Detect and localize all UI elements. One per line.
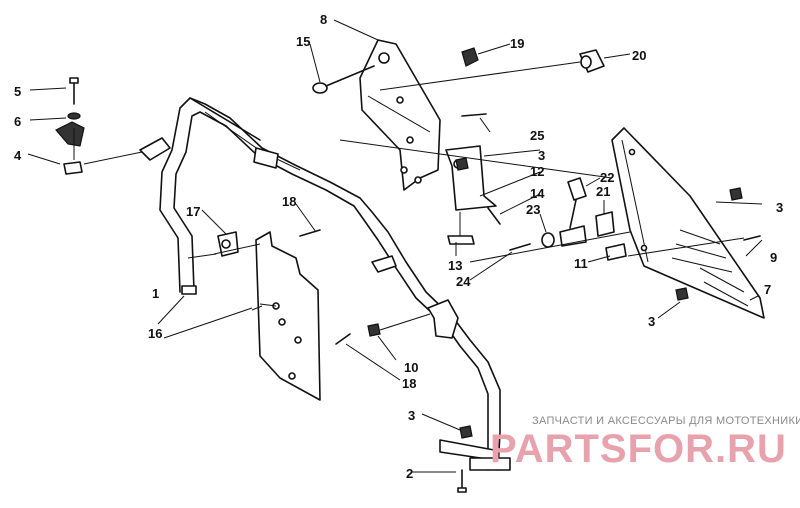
nut-3a xyxy=(455,157,469,171)
callout-3-d: 3 xyxy=(408,408,415,423)
callout-10: 10 xyxy=(404,360,418,375)
upper-bracket-plate xyxy=(359,39,441,191)
callout-labels: 1 2 3 3 3 3 4 5 6 7 8 9 10 11 12 13 14 1… xyxy=(14,12,783,481)
watermark: ЗАПЧАСТИ И АКСЕССУАРЫ ДЛЯ МОТОТЕХНИКИ PA… xyxy=(490,415,800,471)
callout-8: 8 xyxy=(320,12,327,27)
bushing-21 xyxy=(595,211,615,237)
callout-3-b: 3 xyxy=(776,200,783,215)
callout-leaders xyxy=(27,19,763,473)
callout-2: 2 xyxy=(406,466,413,481)
tubular-frame xyxy=(139,97,511,471)
callout-23: 23 xyxy=(526,202,540,217)
callout-1: 1 xyxy=(152,286,159,301)
nut-3c xyxy=(675,287,689,301)
callout-14: 14 xyxy=(530,186,545,201)
callout-21: 21 xyxy=(596,184,610,199)
nut-3b xyxy=(729,187,743,201)
bushing-23 xyxy=(541,232,555,248)
callout-17: 17 xyxy=(186,204,200,219)
callout-22: 22 xyxy=(600,170,614,185)
lower-plate xyxy=(255,231,321,401)
callout-6: 6 xyxy=(14,114,21,129)
screw-5 xyxy=(69,77,79,105)
callout-4: 4 xyxy=(14,148,22,163)
callout-12: 12 xyxy=(530,164,544,179)
callout-15: 15 xyxy=(296,34,310,49)
spacer-11 xyxy=(605,243,627,261)
pin-25 xyxy=(461,113,487,117)
callout-19: 19 xyxy=(510,36,524,51)
watermark-brand: PARTSFOR.RU xyxy=(490,427,787,471)
callout-13: 13 xyxy=(448,258,462,273)
screw-18-upper xyxy=(299,229,321,237)
rod-end-22 xyxy=(567,177,587,229)
callout-9: 9 xyxy=(770,250,777,265)
screw-9 xyxy=(743,235,761,241)
callout-20: 20 xyxy=(632,48,646,63)
callout-18-a: 18 xyxy=(282,194,296,209)
clip-13 xyxy=(447,212,475,245)
callout-3-a: 3 xyxy=(538,148,545,163)
pin-14 xyxy=(487,207,501,225)
callout-24: 24 xyxy=(456,274,471,289)
nut-19 xyxy=(461,47,479,67)
cable xyxy=(204,111,301,171)
callout-5: 5 xyxy=(14,84,21,99)
callout-18-b: 18 xyxy=(402,376,416,391)
callout-3-c: 3 xyxy=(648,314,655,329)
callout-25: 25 xyxy=(530,128,544,143)
screw-24 xyxy=(509,243,531,251)
rivet-15 xyxy=(312,65,375,94)
nut-3d xyxy=(459,425,473,439)
nut-10 xyxy=(367,323,381,337)
callout-16: 16 xyxy=(148,326,162,341)
bushing-20 xyxy=(579,49,605,73)
washer-6 xyxy=(67,112,81,120)
screw-18-lower xyxy=(335,333,351,345)
right-panel xyxy=(611,127,765,319)
bracket-6 xyxy=(55,121,85,147)
bolt-2 xyxy=(457,469,467,493)
nut-4 xyxy=(63,161,83,175)
callout-11: 11 xyxy=(574,256,588,271)
watermark-tagline: ЗАПЧАСТИ И АКСЕССУАРЫ ДЛЯ МОТОТЕХНИКИ xyxy=(532,415,800,427)
callout-7: 7 xyxy=(764,282,771,297)
